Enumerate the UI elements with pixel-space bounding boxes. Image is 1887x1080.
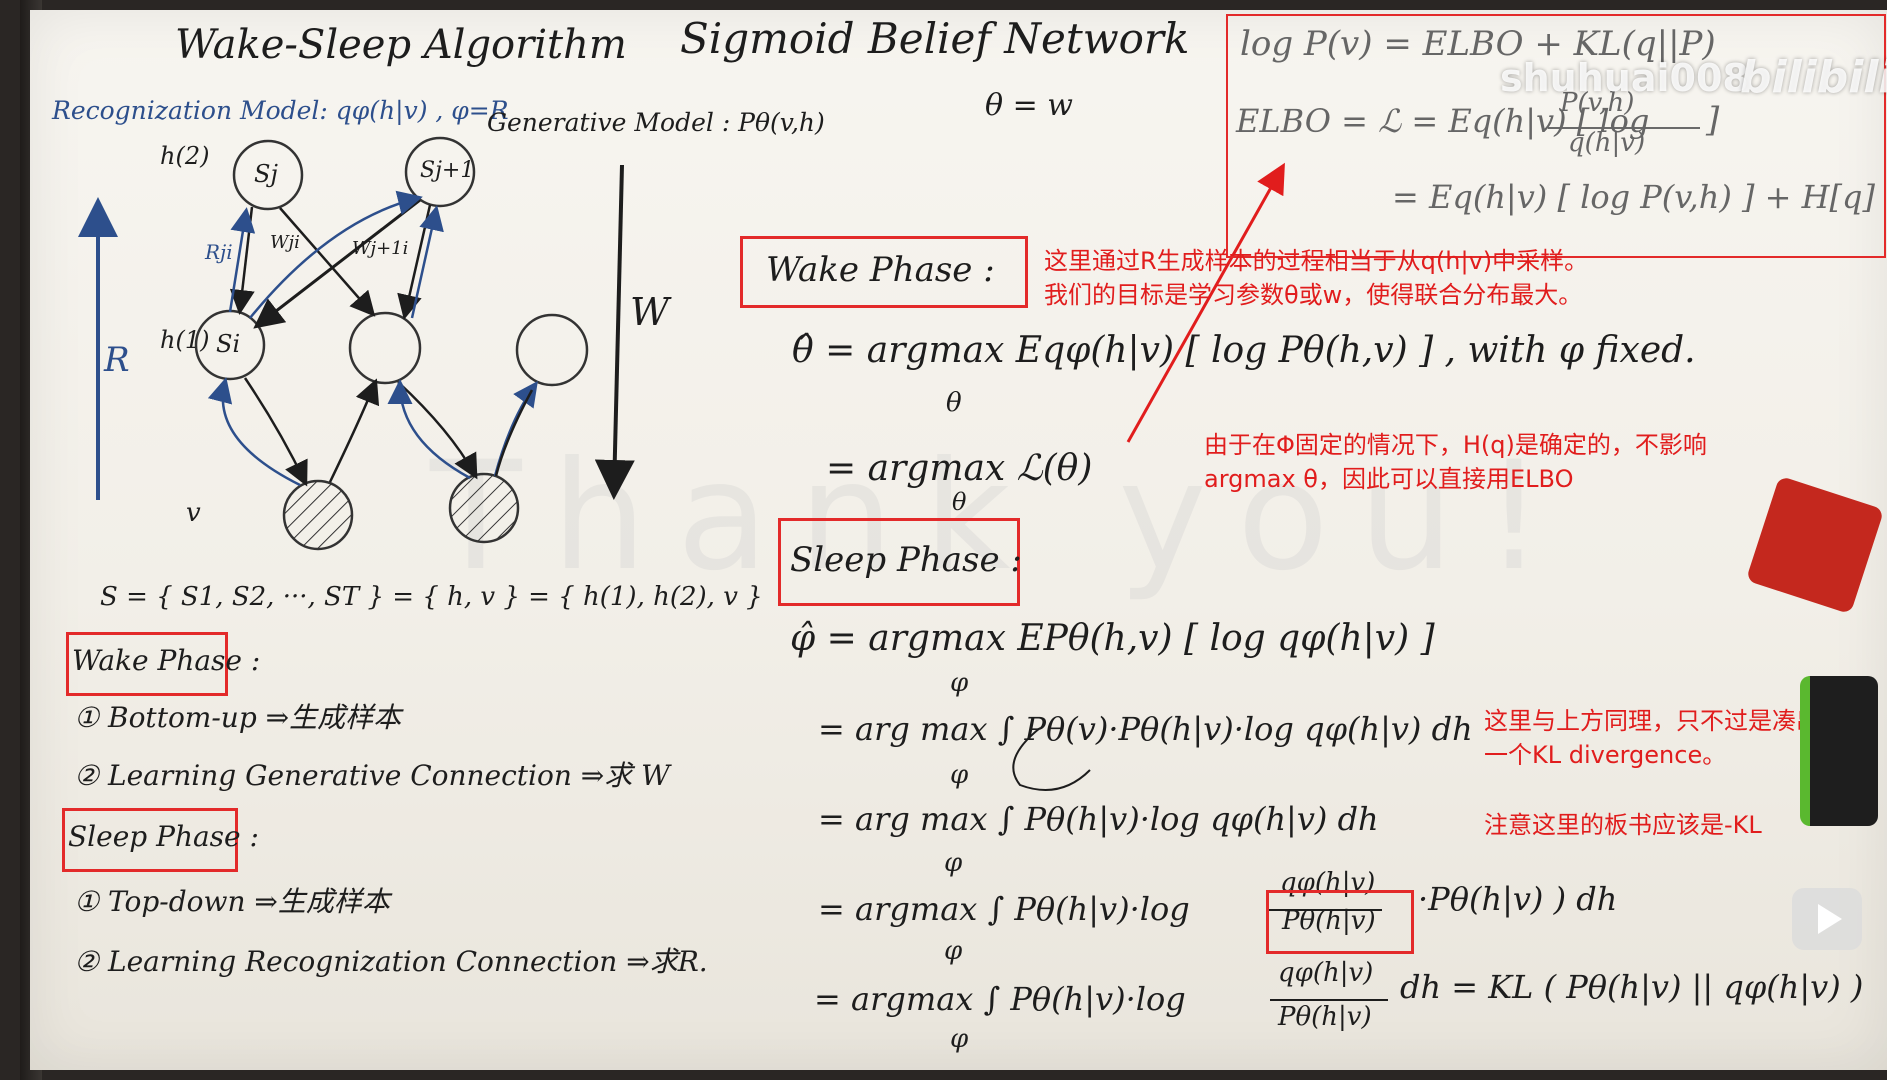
sleep-eq-4: = argmax ∫ Pθ(h|v)·log bbox=[818, 890, 1190, 928]
red-pointer-arrow bbox=[1126, 162, 1285, 443]
label-sj1: Sj+1 bbox=[420, 158, 475, 183]
node-h1-middle bbox=[348, 311, 422, 385]
wake-eq2-subscript: θ bbox=[952, 488, 967, 516]
elbo-fraction-denominator: q(h|v) bbox=[1568, 128, 1646, 158]
sleep-eq-3: = arg max ∫ Pθ(h|v)·log qφ(h|v) dh bbox=[818, 800, 1379, 838]
title-wake-sleep: Wake-Sleep Algorithm bbox=[175, 22, 627, 68]
annotation-negative-kl: 注意这里的板书应该是-KL bbox=[1484, 811, 1762, 839]
elbo-fraction-numerator: P(v,h) bbox=[1560, 88, 1635, 118]
generative-model-label: Generative Model : Pθ(v,h) bbox=[487, 108, 825, 137]
label-h1: h(1) bbox=[160, 326, 210, 354]
sleep-eq4-numerator: qφ(h|v) bbox=[1280, 868, 1376, 898]
sleep-eq-5: = argmax ∫ Pθ(h|v)·log bbox=[814, 980, 1186, 1018]
elbo-definition: ELBO = ℒ = Eq(h|v) [ log bbox=[1236, 102, 1650, 140]
node-h1-right bbox=[515, 313, 589, 387]
left-wake-step-2: ② Learning Generative Connection ⇒求 W bbox=[74, 759, 670, 792]
top-right-elbo-box bbox=[1226, 14, 1886, 258]
sleep-eq1-subscript: φ bbox=[950, 668, 969, 698]
annotation-elbo-line2: argmax θ，因此可以直接用ELBO bbox=[1204, 465, 1574, 493]
wake-phase-title: Wake Phase : bbox=[766, 250, 995, 290]
logp-decomposition: log P(v) = ELBO + KL(q||P) bbox=[1240, 24, 1716, 64]
sleep-eq4-tail: ·Pθ(h|v) ) dh bbox=[1418, 880, 1618, 918]
sleep-eq5-subscript: φ bbox=[950, 1024, 969, 1054]
label-h2: h(2) bbox=[160, 142, 210, 170]
wake-eq-theta-hat: θ̂ = argmax Eqφ(h|v) [ log Pθ(h,v) ] , w… bbox=[792, 330, 1696, 371]
green-eraser bbox=[1800, 676, 1878, 826]
sleep-eq5-kl: dh = KL ( Pθ(h|v) || qφ(h|v) ) bbox=[1400, 968, 1864, 1006]
elbo-entropy-form: = Eq(h|v) [ log P(v,h) ] + H[q] bbox=[1392, 178, 1875, 216]
theta-equals-w: θ = w bbox=[985, 88, 1073, 123]
node-v-right bbox=[448, 472, 520, 544]
label-r: R bbox=[104, 340, 130, 380]
label-wji: Wji bbox=[270, 232, 300, 253]
label-wj1i: Wj+1i bbox=[352, 238, 409, 259]
sleep-eq3-subscript: φ bbox=[944, 848, 963, 878]
wake-eq1-subscript: θ bbox=[946, 388, 962, 418]
sleep-phase-title: Sleep Phase : bbox=[790, 540, 1022, 580]
play-icon[interactable] bbox=[1792, 888, 1862, 950]
label-v: v bbox=[186, 498, 201, 528]
sleep-eq4-denominator: Pθ(h|v) bbox=[1282, 906, 1376, 936]
annotation-elbo-line1: 由于在Φ固定的情况下，H(q)是确定的，不影响 bbox=[1204, 431, 1707, 459]
bilibili-logo: bilibili bbox=[1740, 52, 1887, 103]
annotation-sampling-line2: 我们的目标是学习参数θ或w，使得联合分布最大。 bbox=[1044, 281, 1583, 309]
left-wake-step-1: ① Bottom-up ⇒生成样本 bbox=[74, 701, 402, 734]
left-sleep-phase-title: Sleep Phase : bbox=[68, 820, 259, 853]
node-v-left bbox=[282, 479, 354, 551]
label-si: Si bbox=[216, 330, 241, 358]
left-wake-phase-box bbox=[66, 632, 228, 696]
annotation-kl-line1: 这里与上方同理，只不过是凑出了 bbox=[1484, 707, 1844, 735]
w-down-arrow bbox=[594, 164, 635, 500]
wake-phase-box bbox=[740, 236, 1028, 308]
left-sleep-phase-box bbox=[62, 808, 238, 872]
sleep-eq-phi-hat: φ̂ = argmax EPθ(h,v) [ log qφ(h|v) ] bbox=[790, 618, 1435, 659]
label-w: W bbox=[630, 290, 670, 334]
title-sigmoid-belief-network: Sigmoid Belief Network bbox=[680, 14, 1190, 63]
sleep-eq5-denominator: Pθ(h|v) bbox=[1278, 1002, 1372, 1032]
left-sleep-step-2: ② Learning Recognization Connection ⇒求R. bbox=[74, 945, 708, 978]
sleep-eq4-subscript: φ bbox=[944, 936, 963, 966]
node-sj bbox=[232, 139, 304, 211]
sleep-eq5-numerator: qφ(h|v) bbox=[1278, 958, 1374, 988]
sleep-eq2-subscript: φ bbox=[950, 760, 969, 790]
annotation-sampling-line1: 这里通过R生成样本的过程相当于从q(h|v)中采样。 bbox=[1044, 247, 1589, 275]
annotation-kl-line2: 一个KL divergence。 bbox=[1484, 741, 1727, 769]
label-sj: Sj bbox=[254, 160, 278, 188]
left-sleep-step-1: ① Top-down ⇒生成样本 bbox=[74, 885, 390, 918]
elbo-right-bracket: ] bbox=[1706, 100, 1720, 140]
sleep-phase-box bbox=[778, 518, 1020, 606]
pq-highlight-box bbox=[1266, 890, 1414, 954]
left-wake-phase-title: Wake Phase : bbox=[72, 644, 261, 677]
set-definition: S = { S1, S2, ···, ST } = { h, v } = { h… bbox=[100, 582, 763, 612]
sleep-eq-2: = arg max ∫ Pθ(v)·Pθ(h|v)·log qφ(h|v) dh bbox=[818, 710, 1473, 748]
wake-eq-elbo: = argmax ℒ(θ) bbox=[826, 448, 1093, 489]
label-rji: Rji bbox=[205, 240, 233, 264]
watermark-username: shuhuai008 bbox=[1500, 56, 1749, 100]
recognition-model-label: Recognization Model: qφ(h|v) , φ=R bbox=[52, 96, 509, 125]
